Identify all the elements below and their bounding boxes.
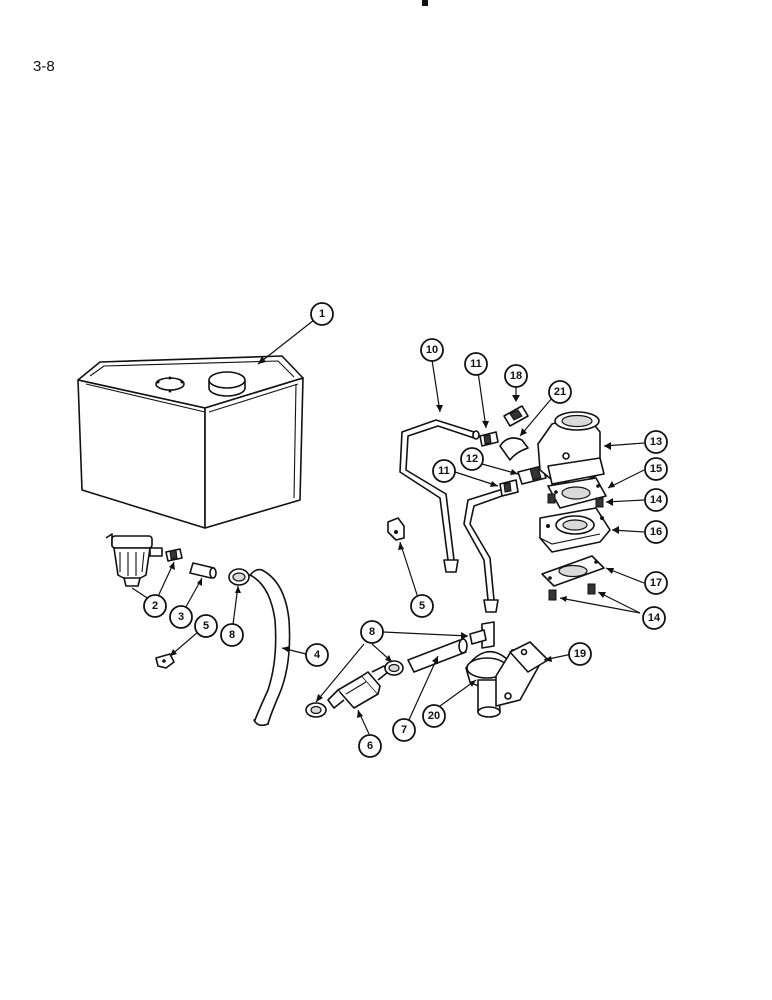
callout-12-label: 12 <box>466 453 478 465</box>
hose-clamp-upper <box>384 660 404 676</box>
callout-6-label: 6 <box>367 740 373 752</box>
callout-10-label: 10 <box>426 344 438 356</box>
callout-8-left: 8 <box>220 623 244 647</box>
callout-6: 6 <box>358 734 382 758</box>
callout-14-lower: 14 <box>642 606 666 630</box>
callout-13-label: 13 <box>650 436 662 448</box>
leader-lines <box>131 319 645 735</box>
callout-13: 13 <box>644 430 668 454</box>
callout-14-upper-label: 14 <box>650 494 663 506</box>
connector-12 <box>517 465 547 485</box>
callout-20-label: 20 <box>428 710 440 722</box>
callout-17: 17 <box>644 571 668 595</box>
callout-4: 4 <box>305 643 329 667</box>
fitting-11-upper <box>479 431 499 447</box>
carburetor-elbow <box>537 411 605 485</box>
callout-3-label: 3 <box>178 611 184 623</box>
short-fuel-hose <box>407 638 468 673</box>
callout-17-label: 17 <box>650 577 662 589</box>
callout-18-label: 18 <box>510 370 522 382</box>
studs-14-lower <box>548 583 596 601</box>
callout-20: 20 <box>422 704 446 728</box>
fuel-hose <box>249 568 291 727</box>
callout-2: 2 <box>143 594 167 618</box>
callout-14-lower-label: 14 <box>648 612 661 624</box>
fitting-11-lower <box>499 479 519 497</box>
callout-11-lower: 11 <box>432 459 456 483</box>
gasket-17 <box>541 555 605 587</box>
callout-5-left: 5 <box>194 614 218 638</box>
callout-7-label: 7 <box>401 724 407 736</box>
fuel-tank <box>77 355 304 529</box>
elbow-21 <box>499 437 529 461</box>
studs-14-upper <box>547 493 604 508</box>
page-number: 3-8 <box>33 58 55 75</box>
callout-8-middle: 8 <box>360 620 384 644</box>
callout-10: 10 <box>420 338 444 362</box>
spacer-16 <box>539 507 611 553</box>
callout-5-left-label: 5 <box>203 620 209 632</box>
callout-11-upper-label: 11 <box>470 358 482 370</box>
callout-12: 12 <box>460 447 484 471</box>
hose-clamp-left <box>228 568 250 586</box>
fuel-pump <box>465 621 541 718</box>
fuel-fitting <box>165 548 183 562</box>
callout-5-middle: 5 <box>410 594 434 618</box>
callout-3: 3 <box>169 605 193 629</box>
inline-fuel-filter <box>327 665 389 709</box>
fuel-line-long <box>399 419 480 573</box>
callout-8-middle-label: 8 <box>369 626 375 638</box>
hose-clip-left <box>155 653 175 669</box>
pipe-clip-middle <box>387 517 405 541</box>
callout-14-upper: 14 <box>644 488 668 512</box>
callout-15-label: 15 <box>650 463 662 475</box>
callout-7: 7 <box>392 718 416 742</box>
callout-18: 18 <box>504 364 528 388</box>
callout-21: 21 <box>548 380 572 404</box>
sediment-bowl-filter <box>105 533 163 587</box>
sender-opening <box>155 377 185 391</box>
callout-11-lower-label: 11 <box>438 465 450 477</box>
callout-15: 15 <box>644 457 668 481</box>
gasket-15 <box>547 477 607 509</box>
fuel-line-short <box>463 489 503 613</box>
cropped-top-mark <box>422 0 428 6</box>
connector-18 <box>503 405 529 427</box>
callout-11-upper: 11 <box>464 352 488 376</box>
callout-8-left-label: 8 <box>229 629 235 641</box>
callout-19: 19 <box>568 642 592 666</box>
callout-16-label: 16 <box>650 526 662 538</box>
pipe-nipple <box>189 562 217 579</box>
callout-4-label: 4 <box>314 649 321 661</box>
filler-cap <box>208 371 246 397</box>
callout-5-middle-label: 5 <box>419 600 425 612</box>
callout-16: 16 <box>644 520 668 544</box>
callout-19-label: 19 <box>574 648 586 660</box>
callout-2-label: 2 <box>152 600 158 612</box>
callout-21-label: 21 <box>554 386 566 398</box>
callout-1: 1 <box>310 302 334 326</box>
hose-clamp-filter <box>305 702 327 718</box>
callout-1-label: 1 <box>319 308 325 320</box>
